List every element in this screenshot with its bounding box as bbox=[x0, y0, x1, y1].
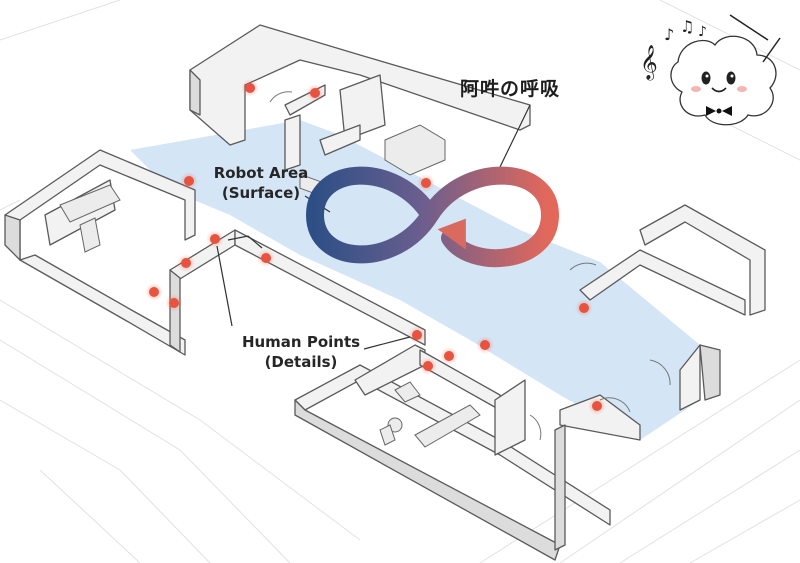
human-point bbox=[408, 326, 426, 344]
human-point bbox=[180, 172, 198, 190]
human-point bbox=[417, 174, 435, 192]
infinity-loop-icon bbox=[305, 166, 560, 268]
robot-area-surface bbox=[130, 120, 700, 440]
human-point bbox=[588, 397, 606, 415]
robot-area-label-line2: (Surface) bbox=[221, 184, 301, 202]
human-point bbox=[306, 84, 324, 102]
human-points bbox=[145, 79, 606, 415]
door-swings bbox=[269, 91, 671, 441]
human-points-label-line2: (Details) bbox=[264, 353, 338, 371]
human-point bbox=[419, 357, 437, 375]
human-point bbox=[165, 294, 183, 312]
human-point bbox=[241, 79, 259, 97]
human-point bbox=[257, 249, 275, 267]
svg-text:♪: ♪ bbox=[698, 24, 707, 40]
cloud-conductor-mascot-icon bbox=[670, 14, 781, 126]
robot-area-label-line1: Robot Area bbox=[213, 164, 309, 182]
human-point bbox=[145, 283, 163, 301]
svg-text:𝄞: 𝄞 bbox=[640, 45, 658, 81]
human-points-label: Human Points (Details) bbox=[226, 332, 376, 372]
walls bbox=[4, 24, 766, 561]
svg-text:♫: ♫ bbox=[680, 17, 694, 36]
human-point bbox=[575, 299, 593, 317]
music-notes-icon: 𝄞 ♪ ♫ ♪ bbox=[640, 17, 707, 81]
human-point bbox=[206, 230, 224, 248]
aun-no-kokyu-title: 阿吽の呼吸 bbox=[460, 78, 561, 100]
human-point bbox=[476, 336, 494, 354]
human-point bbox=[440, 347, 458, 365]
svg-text:♪: ♪ bbox=[664, 25, 674, 44]
human-points-label-line1: Human Points bbox=[241, 333, 361, 351]
human-point bbox=[177, 254, 195, 272]
robot-area-label: Robot Area (Surface) bbox=[196, 163, 326, 203]
